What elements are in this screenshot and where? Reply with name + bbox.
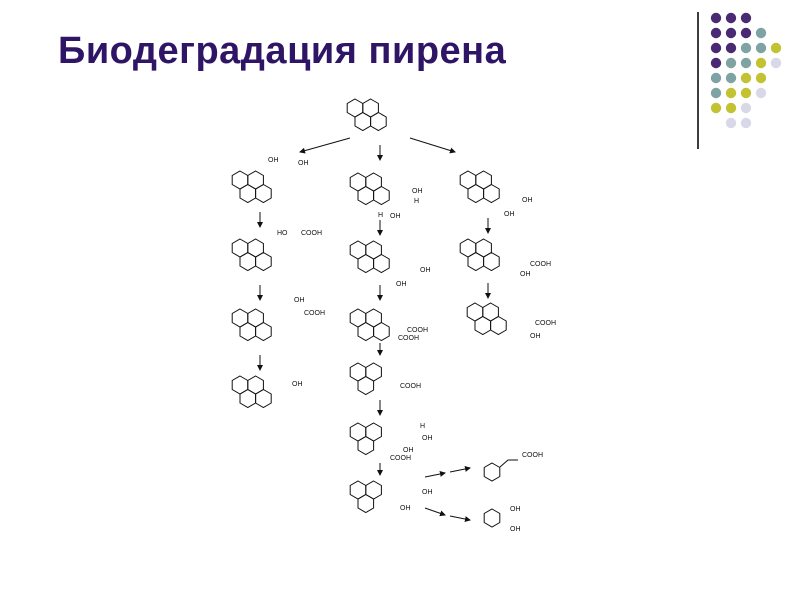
svg-text:H: H: [378, 212, 383, 219]
svg-text:H: H: [414, 198, 419, 205]
decorative-dot: [740, 87, 752, 99]
svg-text:OH: OH: [422, 435, 433, 442]
left-compound-4: OH: [232, 376, 303, 408]
decorative-dot: [725, 12, 737, 24]
svg-text:OH: OH: [420, 267, 431, 274]
arrow-side-2b: [449, 515, 471, 522]
decorative-dot: [725, 87, 737, 99]
svg-text:COOH: COOH: [390, 455, 411, 462]
mid-compound-6: OH OH: [350, 481, 433, 513]
svg-text:COOH: COOH: [301, 230, 322, 237]
svg-text:OH: OH: [400, 505, 411, 512]
arrow-to-left-branch: [299, 137, 351, 154]
decorative-dot: [725, 27, 737, 39]
decorative-dot: [725, 57, 737, 69]
svg-text:OH: OH: [520, 271, 531, 278]
decorative-dot-grid: [710, 12, 782, 129]
decorative-dot: [710, 57, 722, 69]
side-compound-1: COOH: [484, 452, 543, 481]
vertical-divider: [697, 12, 699, 149]
decorative-dot: [770, 42, 782, 54]
svg-text:OH: OH: [504, 211, 515, 218]
decorative-dot: [755, 27, 767, 39]
decorative-dot: [710, 42, 722, 54]
decorative-dot: [740, 102, 752, 114]
decorative-dot: [755, 42, 767, 54]
pyrene-biodegradation-diagram: OH OH HO COOH OH COOH OH OH H H OH OH OH…: [200, 90, 556, 533]
right-compound-3: COOH OH: [467, 303, 556, 340]
left-compound-3: OH COOH: [232, 297, 325, 341]
decorative-dot: [770, 57, 782, 69]
decorative-dot: [710, 27, 722, 39]
decorative-dot: [740, 27, 752, 39]
svg-text:OH: OH: [530, 333, 541, 340]
svg-text:OH: OH: [422, 489, 433, 496]
left-compound-2: HO COOH: [232, 230, 322, 271]
arrow-to-right-branch: [409, 137, 456, 154]
svg-text:OH: OH: [396, 281, 407, 288]
decorative-dot: [710, 12, 722, 24]
svg-text:OH: OH: [268, 157, 279, 164]
svg-text:OH: OH: [510, 526, 521, 533]
svg-text:OH: OH: [292, 381, 303, 388]
decorative-dot: [725, 102, 737, 114]
mid-compound-1: OH H H OH: [350, 173, 423, 220]
svg-text:COOH: COOH: [398, 335, 419, 342]
decorative-dot: [755, 87, 767, 99]
decorative-dot: [725, 72, 737, 84]
svg-text:COOH: COOH: [530, 261, 551, 268]
svg-text:COOH: COOH: [304, 310, 325, 317]
mid-compound-4: COOH: [350, 363, 421, 395]
right-compound-1: OH OH: [460, 171, 533, 218]
svg-text:OH: OH: [298, 160, 309, 167]
mid-compound-5: H OH OH COOH: [350, 423, 433, 462]
svg-text:COOH: COOH: [400, 383, 421, 390]
left-compound-1: OH OH: [232, 157, 309, 203]
mid-compound-2: OH OH: [350, 241, 431, 288]
decorative-dot: [740, 57, 752, 69]
svg-text:OH: OH: [412, 188, 423, 195]
decorative-dot: [740, 12, 752, 24]
decorative-dot: [740, 42, 752, 54]
slide-title: Биодеградация пирена: [58, 30, 507, 72]
mid-compound-3: COOH COOH: [350, 309, 428, 342]
decorative-dot: [725, 117, 737, 129]
decorative-dot: [740, 117, 752, 129]
svg-text:OH: OH: [510, 506, 521, 513]
decorative-dot: [710, 72, 722, 84]
svg-text:OH: OH: [403, 447, 414, 454]
arrow-side-1a: [424, 471, 446, 478]
decorative-dot: [725, 42, 737, 54]
svg-text:HO: HO: [277, 230, 288, 237]
svg-text:COOH: COOH: [522, 452, 543, 459]
svg-text:OH: OH: [522, 197, 533, 204]
svg-text:COOH: COOH: [407, 327, 428, 334]
svg-text:OH: OH: [390, 213, 401, 220]
arrow-side-1b: [449, 466, 471, 473]
svg-text:OH: OH: [294, 297, 305, 304]
svg-text:H: H: [420, 423, 425, 430]
decorative-dot: [740, 72, 752, 84]
right-compound-2: COOH OH: [460, 239, 551, 278]
svg-text:COOH: COOH: [535, 320, 556, 327]
decorative-dot: [755, 72, 767, 84]
decorative-dot: [710, 87, 722, 99]
pyrene-molecule: [347, 99, 386, 131]
decorative-dot: [710, 102, 722, 114]
arrow-side-2a: [424, 507, 446, 517]
decorative-dot: [755, 57, 767, 69]
side-compound-2: OH OH: [484, 506, 521, 533]
